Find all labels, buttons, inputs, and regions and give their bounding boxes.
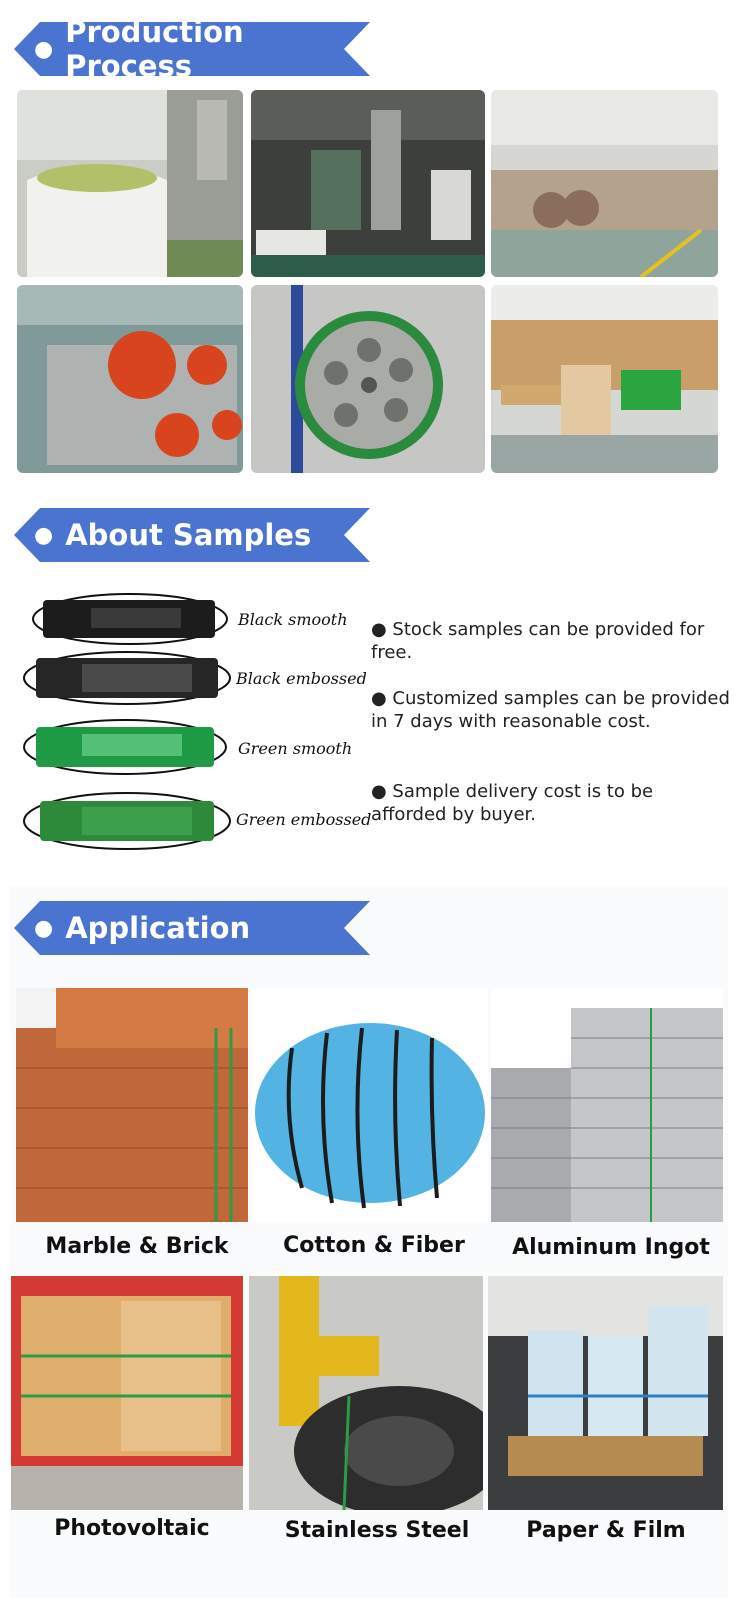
- bullet-icon: ●: [34, 36, 54, 62]
- hopper-machinery-photo: [251, 90, 485, 277]
- strap-label-black-embossed: Black embossed: [236, 669, 367, 688]
- cotton-fiber-photo: [252, 988, 488, 1222]
- stainless-steel-photo: [249, 1276, 483, 1510]
- marble-brick-photo: [16, 988, 248, 1222]
- photovoltaic-photo: [11, 1276, 243, 1510]
- bullet-icon: ●: [34, 915, 54, 941]
- caption-stainless-steel: Stainless Steel: [284, 1518, 470, 1543]
- caption-photovoltaic: Photovoltaic: [54, 1516, 210, 1541]
- production-process-title: Production Process: [65, 15, 244, 83]
- sample-info-delivery-cost: ● Sample delivery cost is to be afforded…: [371, 781, 654, 825]
- caption-cotton-fiber: Cotton & Fiber: [283, 1233, 465, 1258]
- sample-info-free-stock: ● Stock samples can be provided for free…: [371, 619, 705, 663]
- sample-info-customized: ● Customized samples can be provided in …: [371, 688, 730, 732]
- about-samples-title: About Samples: [65, 518, 312, 552]
- strap-label-green-embossed: Green embossed: [236, 810, 372, 829]
- application-banner: ● Application: [14, 901, 370, 955]
- application-title: Application: [65, 911, 251, 945]
- paper-film-photo: [488, 1276, 723, 1510]
- caption-paper-film: Paper & Film: [526, 1518, 686, 1543]
- strap-green-embossed: [22, 791, 232, 855]
- green-strap-wheel-photo: [251, 285, 485, 473]
- strap-black-embossed: [22, 650, 232, 710]
- bullet-icon: ●: [34, 522, 54, 548]
- caption-marble-brick: Marble & Brick: [45, 1234, 229, 1259]
- resin-bags-photo: [17, 90, 243, 277]
- aluminum-ingot-photo: [491, 988, 723, 1222]
- strap-label-green-smooth: Green smooth: [238, 739, 353, 758]
- strap-label-black-smooth: Black smooth: [238, 610, 348, 629]
- about-samples-banner: ● About Samples: [14, 508, 370, 562]
- strap-black-smooth: [31, 592, 229, 650]
- warehouse-stock-photo: [491, 285, 718, 473]
- production-process-banner: ● Production Process: [14, 22, 370, 76]
- striped-rollers-photo: [17, 285, 243, 473]
- extrusion-line-photo: [491, 90, 718, 277]
- caption-aluminum-ingot: Aluminum Ingot: [512, 1235, 710, 1260]
- strap-green-smooth: [22, 718, 228, 780]
